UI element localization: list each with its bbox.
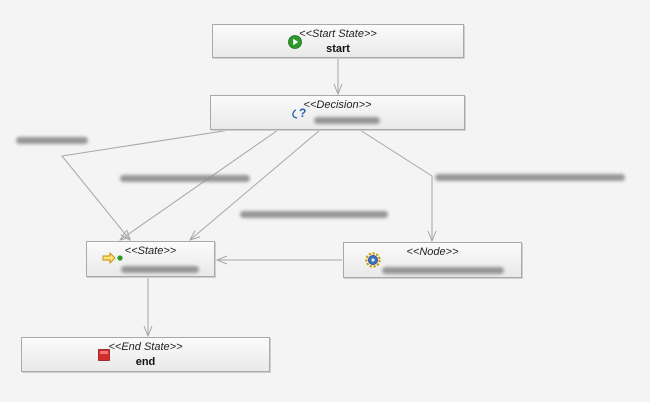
play-icon — [288, 35, 302, 49]
node-stereotype: <<State>> — [124, 245, 177, 257]
node-name: start — [326, 43, 350, 55]
node-stereotype: <<Node>> — [406, 246, 459, 258]
gear-icon — [365, 252, 381, 268]
node-name — [314, 117, 380, 124]
state-arrow-icon — [102, 252, 123, 264]
edge-decision-to-state-1[interactable] — [61, 129, 231, 240]
edge-decision-to-state-2[interactable] — [120, 129, 279, 240]
transition-label — [435, 174, 625, 181]
node-stereotype: <<End State>> — [108, 341, 183, 353]
svg-text:?: ? — [299, 106, 306, 120]
stop-icon — [98, 349, 110, 361]
edge-decision-to-state-3[interactable] — [190, 129, 321, 240]
end-state-node[interactable]: <<End State>> end — [21, 337, 270, 372]
transition-label — [16, 137, 88, 144]
decision-node[interactable]: ? <<Decision>> — [210, 95, 465, 130]
node-stereotype: <<Decision>> — [303, 99, 372, 111]
decision-question-icon: ? — [292, 106, 306, 120]
node-stereotype: <<Start State>> — [299, 28, 377, 40]
edge-decision-to-node[interactable] — [359, 129, 432, 241]
node-node[interactable]: <<Node>> — [343, 242, 522, 278]
node-name — [382, 267, 504, 274]
state-node[interactable]: <<State>> — [86, 241, 215, 277]
node-name: end — [135, 356, 156, 368]
transition-label — [120, 175, 250, 182]
start-state-node[interactable]: <<Start State>> start — [212, 24, 464, 58]
node-name — [121, 266, 199, 273]
transition-label — [240, 211, 388, 218]
